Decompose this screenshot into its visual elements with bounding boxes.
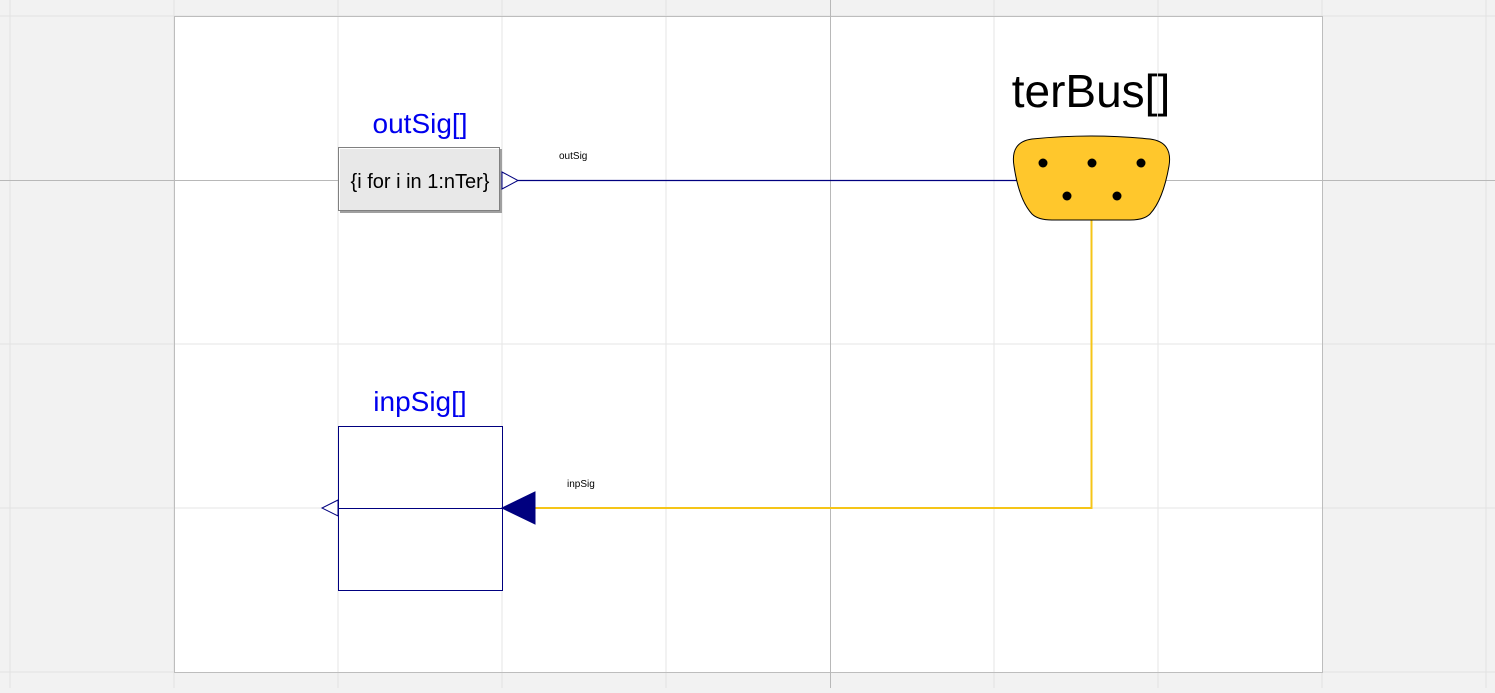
outsig-box <box>338 147 500 211</box>
inpsig-output-port[interactable] <box>320 499 339 517</box>
inpsig-block[interactable]: inpSig[] <box>320 386 536 591</box>
bus-connector-icon <box>1012 135 1171 221</box>
connection-inpsig-label: inpSig <box>567 479 595 490</box>
outsig-expression: {i for i in 1:nTer} <box>351 171 490 193</box>
terbus-name: terBus[] <box>1012 65 1171 117</box>
connection-inpsig-line[interactable] <box>520 219 1093 509</box>
outsig-output-port[interactable] <box>501 171 520 190</box>
inpsig-input-port[interactable] <box>500 491 536 525</box>
connection-outsig-label: outSig <box>559 151 587 162</box>
terbus-connector[interactable]: terBus[] <box>1012 65 1171 221</box>
inpsig-name: inpSig[] <box>373 386 466 417</box>
outsig-block[interactable]: outSig[] {i for i in 1:nTer} <box>338 108 520 213</box>
outsig-name: outSig[] <box>373 108 468 139</box>
bus-connector-pins <box>1038 158 1146 201</box>
